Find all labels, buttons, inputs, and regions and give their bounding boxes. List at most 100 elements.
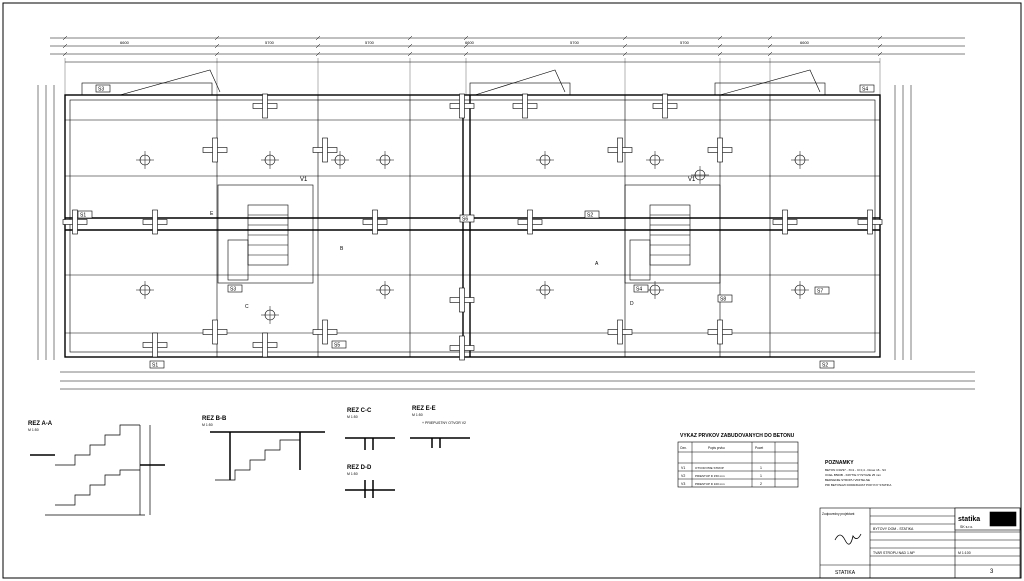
marker-symbol [691, 166, 709, 184]
marker-symbol [376, 281, 394, 299]
column-cross [449, 287, 475, 313]
opening-label: V1 [688, 177, 696, 183]
project-name: BYTOVY DOM - STATIKA [873, 527, 914, 531]
column-cross [652, 93, 678, 119]
column-tag: S7 [814, 286, 830, 295]
column-cross [142, 209, 168, 235]
column-tag-label: S1 [80, 213, 86, 219]
table-row-qty: 1 [760, 466, 762, 470]
table-row-desc: OTVOR PRE STROP [695, 466, 724, 470]
drawing-scale: M 1:100 [958, 551, 971, 555]
column-tag: S2 [819, 360, 835, 369]
section-marker: A [595, 261, 599, 267]
notes-line: PRI BETONAZI DODRZIAVAT POKYNY STATIKA [825, 483, 891, 487]
section-aa [30, 424, 165, 516]
marker-symbol [136, 151, 154, 169]
column-tag-label: S4 [862, 87, 868, 93]
marker-symbol [646, 281, 664, 299]
stair-core-left [217, 184, 314, 284]
section-ee [410, 437, 470, 448]
column-tag-label: S5 [334, 343, 340, 349]
marker-symbol [646, 151, 664, 169]
grid-axes-horizontal [65, 119, 880, 334]
dimension-label: 5700 [365, 40, 375, 45]
responsible-label: Zodpovedny projektant [822, 512, 855, 516]
column-cross [707, 319, 733, 345]
column-tag-label: S2 [822, 363, 828, 369]
column-cross [512, 93, 538, 119]
column-cross [202, 137, 228, 163]
marker-symbol [136, 281, 154, 299]
section-bb-scale: M 1:50 [202, 423, 213, 427]
column-cross [772, 209, 798, 235]
column-tag: S8 [717, 294, 733, 303]
section-marker: E [210, 211, 214, 217]
column-cross [252, 93, 278, 119]
column-cross [62, 209, 88, 235]
notes-line: OCEL B500B - KRYTIE VYSTUZE 25 mm [825, 473, 882, 477]
column-cross [202, 319, 228, 345]
section-dd [345, 480, 395, 498]
section-aa-title: REZ A-A [28, 421, 53, 427]
table-header-id: Ozn. [680, 446, 687, 450]
table-header-desc: Popis prvku [708, 446, 725, 450]
column-cross [312, 319, 338, 345]
table-row-id: V1 [681, 466, 685, 470]
section-marker: C [245, 304, 249, 310]
symbols-layer [136, 151, 809, 324]
column-tag-label: S8 [720, 297, 726, 303]
column-tag: S2 [584, 210, 600, 219]
column-cross [362, 209, 388, 235]
notes-block: POZNAMKY BETON C30/37 - XC1 - Cl 0,4 - D… [825, 460, 891, 487]
signature [834, 533, 862, 545]
column-tag-label: S6 [462, 217, 468, 223]
section-dd-scale: M 1:50 [347, 472, 358, 476]
column-tag: S1 [77, 210, 93, 219]
column-tag-label: S7 [817, 289, 823, 295]
dimension-label: 5700 [680, 40, 690, 45]
notes-line: BEDNENIE STROPU VIDITELNE [825, 478, 870, 482]
notes-title: POZNAMKY [825, 460, 854, 466]
section-ee-scale: M 1:50 [412, 413, 423, 417]
section-cc [345, 437, 395, 450]
section-bb [210, 431, 325, 481]
bottom-dimension-chain [60, 371, 975, 390]
table-row-qty: 1 [760, 474, 762, 478]
column-tag-label: S1 [152, 363, 158, 369]
column-cross [449, 93, 475, 119]
section-ee-title: REZ E-E [412, 406, 436, 412]
marker-symbol [331, 151, 349, 169]
column-cross [449, 335, 475, 361]
column-tag: S4 [859, 84, 875, 93]
title-block [819, 507, 1021, 579]
section-marker: D [630, 301, 634, 307]
marker-symbol [791, 151, 809, 169]
section-ee-note: + PRIEPUSTNY OTVOR V2 [422, 421, 466, 425]
sheet-number: 3 [990, 569, 994, 575]
table-row-qty: 2 [760, 482, 762, 486]
opening-label: V1 [300, 177, 308, 183]
column-tag: S3 [227, 284, 243, 293]
dimension-label: 6600 [800, 40, 810, 45]
column-cross [607, 137, 633, 163]
column-tag: S3 [95, 84, 111, 93]
marker-symbol [376, 151, 394, 169]
table-row-desc: PRIESTUP D 100 mm [695, 482, 725, 486]
section-bb-title: REZ B-B [202, 416, 227, 422]
column-tag: S4 [633, 284, 649, 293]
top-dimension-chain [50, 37, 965, 63]
balcony-top [81, 69, 826, 96]
table-row-desc: PRIESTUP D 150 mm [695, 474, 725, 478]
floor-plan [37, 35, 975, 390]
sleeves-table-title: VYKAZ PRVKOV ZABUDOVANYCH DO BETONU [680, 433, 795, 439]
section-cc-title: REZ C-C [347, 408, 372, 414]
column-cross [142, 332, 168, 358]
table-row-id: V3 [681, 482, 685, 486]
column-cross [517, 209, 543, 235]
column-tag-label: S4 [636, 287, 642, 293]
column-tag: S6 [459, 214, 475, 223]
columns-layer [62, 93, 883, 361]
